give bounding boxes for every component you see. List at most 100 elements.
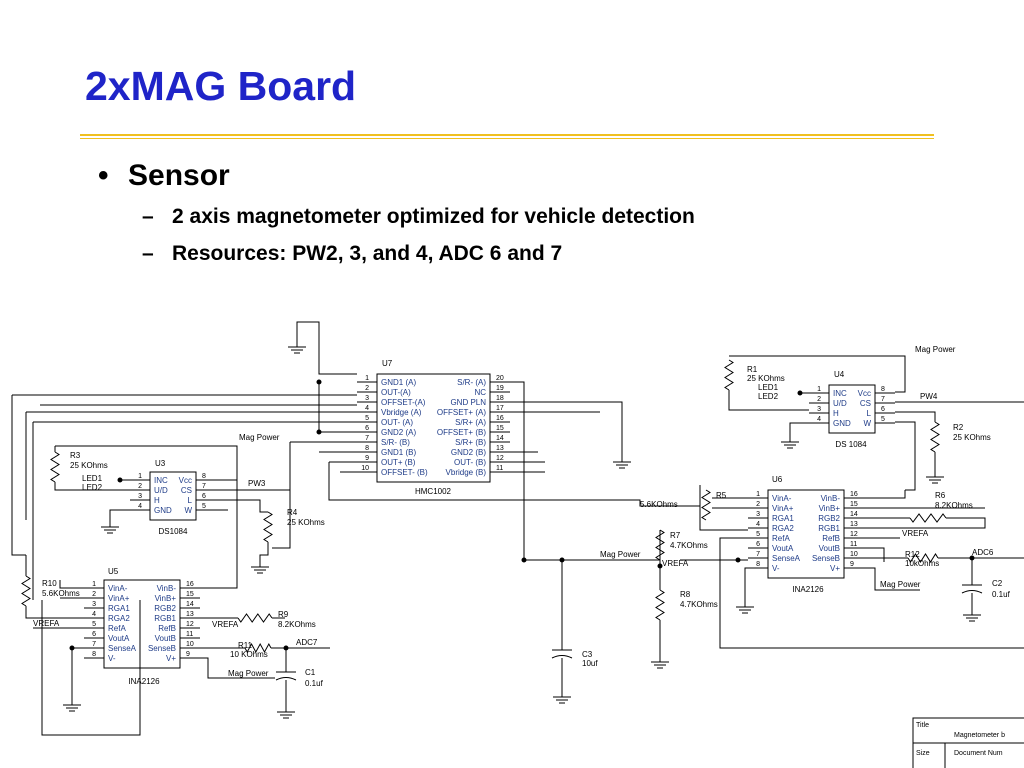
capacitor-c2 [961, 584, 983, 594]
u3-pin-label: INC [154, 476, 168, 485]
c3-value: 10uf [582, 659, 598, 668]
mag-power-label-center: Mag Power [600, 550, 641, 559]
r6-ref: R6 [935, 491, 946, 500]
r1-value: 25 KOhms [747, 374, 785, 383]
u6-pin-number: 3 [756, 511, 760, 518]
u5-pin-label: RGB2 [154, 604, 176, 613]
wire-mag-power-u4 [729, 355, 906, 393]
u7-pin-number: 11 [496, 465, 503, 472]
u7-pin-number: 5 [365, 415, 369, 422]
wire-u6-gnd [744, 567, 748, 600]
wire-u7-right-main [510, 381, 525, 560]
u7-pin-number: 18 [496, 395, 504, 402]
r5-ref: R5 [716, 491, 727, 500]
title-block-size-label: Size [916, 750, 930, 757]
c1-value: 0.1uf [305, 679, 324, 688]
u6-pin-label: SenseB [812, 554, 840, 563]
led1-label-u3: LED1 [82, 474, 103, 483]
u5-pin-label: VinB- [157, 584, 177, 593]
title-block-frame [912, 717, 1024, 768]
u6-pin-number: 4 [756, 521, 760, 528]
u7-part: HMC1002 [415, 487, 452, 496]
u3-pin-number: 3 [138, 493, 142, 500]
ground-symbol [251, 560, 269, 574]
ground-symbol [781, 435, 799, 449]
u7-pin-label: OUT-(A) [381, 388, 411, 397]
u6-pin-number: 14 [850, 511, 858, 518]
u3-body [149, 471, 197, 521]
u3-pin-number: 2 [138, 483, 142, 490]
r6-value: 8.2KOhms [935, 501, 973, 510]
wire-u3-gnd [109, 509, 130, 520]
r7-ref: R7 [670, 531, 681, 540]
u3-pin-number: 6 [202, 493, 206, 500]
u4-pin-label: CS [860, 399, 871, 408]
u5-pin-number: 15 [186, 591, 194, 598]
r10-value: 5.6KOhms [42, 589, 80, 598]
u3-pin-label: U/D [154, 486, 168, 495]
u6-pin-label: VinA+ [772, 504, 794, 513]
u6-part: INA2126 [792, 585, 824, 594]
u4-body [828, 384, 876, 434]
u6-pin-number: 16 [850, 491, 858, 498]
u6-pin-label: V+ [830, 564, 840, 573]
u3-pin-label: L [188, 496, 193, 505]
wire-u5-pin1 [59, 580, 84, 589]
wire-u7-gnd-right [510, 401, 623, 455]
u3-pin-number: 1 [138, 473, 142, 480]
u7-pin-number: 3 [365, 395, 369, 402]
wire-left-rail [11, 395, 26, 556]
u6-pin-number: 11 [850, 541, 857, 548]
u4-pin-number: 7 [881, 396, 885, 403]
wire-r6-right [864, 517, 986, 529]
u3-pin-number: 7 [202, 483, 206, 490]
u7-pin-label: GND2 (B) [451, 448, 486, 457]
u6-pin-number: 8 [756, 561, 760, 568]
junction-dot [316, 429, 322, 435]
u5-ref: U5 [108, 567, 119, 576]
ground-symbol [553, 690, 571, 704]
u7-pin-number: 4 [365, 405, 369, 412]
u5-pin-label: V+ [166, 654, 176, 663]
c2-ref: C2 [992, 579, 1003, 588]
resistor-r2 [930, 421, 940, 453]
u5-pin-label: SenseA [108, 644, 137, 653]
bullet-dot: • [98, 159, 109, 192]
wire-r3-bottom [54, 482, 130, 491]
vrefa-label-u6: VREFA [902, 529, 929, 538]
u6-pin-number: 2 [756, 501, 760, 508]
u7-pin-label: Vbridge (A) [381, 408, 422, 417]
u5-pin-label: RefA [108, 624, 126, 633]
u6-pin-number: 15 [850, 501, 858, 508]
u4-pin-label: U/D [833, 399, 847, 408]
u3-pin-number: 5 [202, 503, 206, 510]
led2-label-u4: LED2 [758, 392, 779, 401]
u5-pin-number: 9 [186, 651, 190, 658]
u7-pin-number: 19 [496, 385, 504, 392]
u3-part: DS1084 [159, 527, 188, 536]
u5-pin-number: 10 [186, 641, 194, 648]
u5-pin-number: 13 [186, 611, 194, 618]
u6-body [767, 489, 845, 579]
u4-pin-number: 4 [817, 416, 821, 423]
u7-body [376, 373, 491, 483]
u5-pin-number: 5 [92, 621, 96, 628]
wire-u4-l [895, 411, 936, 422]
u3-ref: U3 [155, 459, 166, 468]
u7-ref: U7 [382, 359, 393, 368]
u7-pin-label: GND1 (A) [381, 378, 416, 387]
u6-pin-number: 9 [850, 561, 854, 568]
wire-r10-bottom [25, 606, 84, 619]
u6-pin-number: 6 [756, 541, 760, 548]
wire-u4-w [895, 421, 916, 491]
ground-symbol [613, 455, 631, 469]
title-block-title-label: Title [916, 722, 929, 729]
resistor-r4 [263, 511, 273, 543]
u5-pin-label: VoutA [108, 634, 130, 643]
ground-symbol [926, 470, 944, 484]
sub-bullet-2: –Resources: PW2, 3, and 4, ADC 6 and 7 [142, 242, 563, 265]
r11-ref: R11 [238, 641, 253, 650]
u7-pin-number: 17 [496, 405, 504, 412]
u5-pin-number: 4 [92, 611, 96, 618]
slide-title: 2xMAG Board [85, 63, 357, 109]
